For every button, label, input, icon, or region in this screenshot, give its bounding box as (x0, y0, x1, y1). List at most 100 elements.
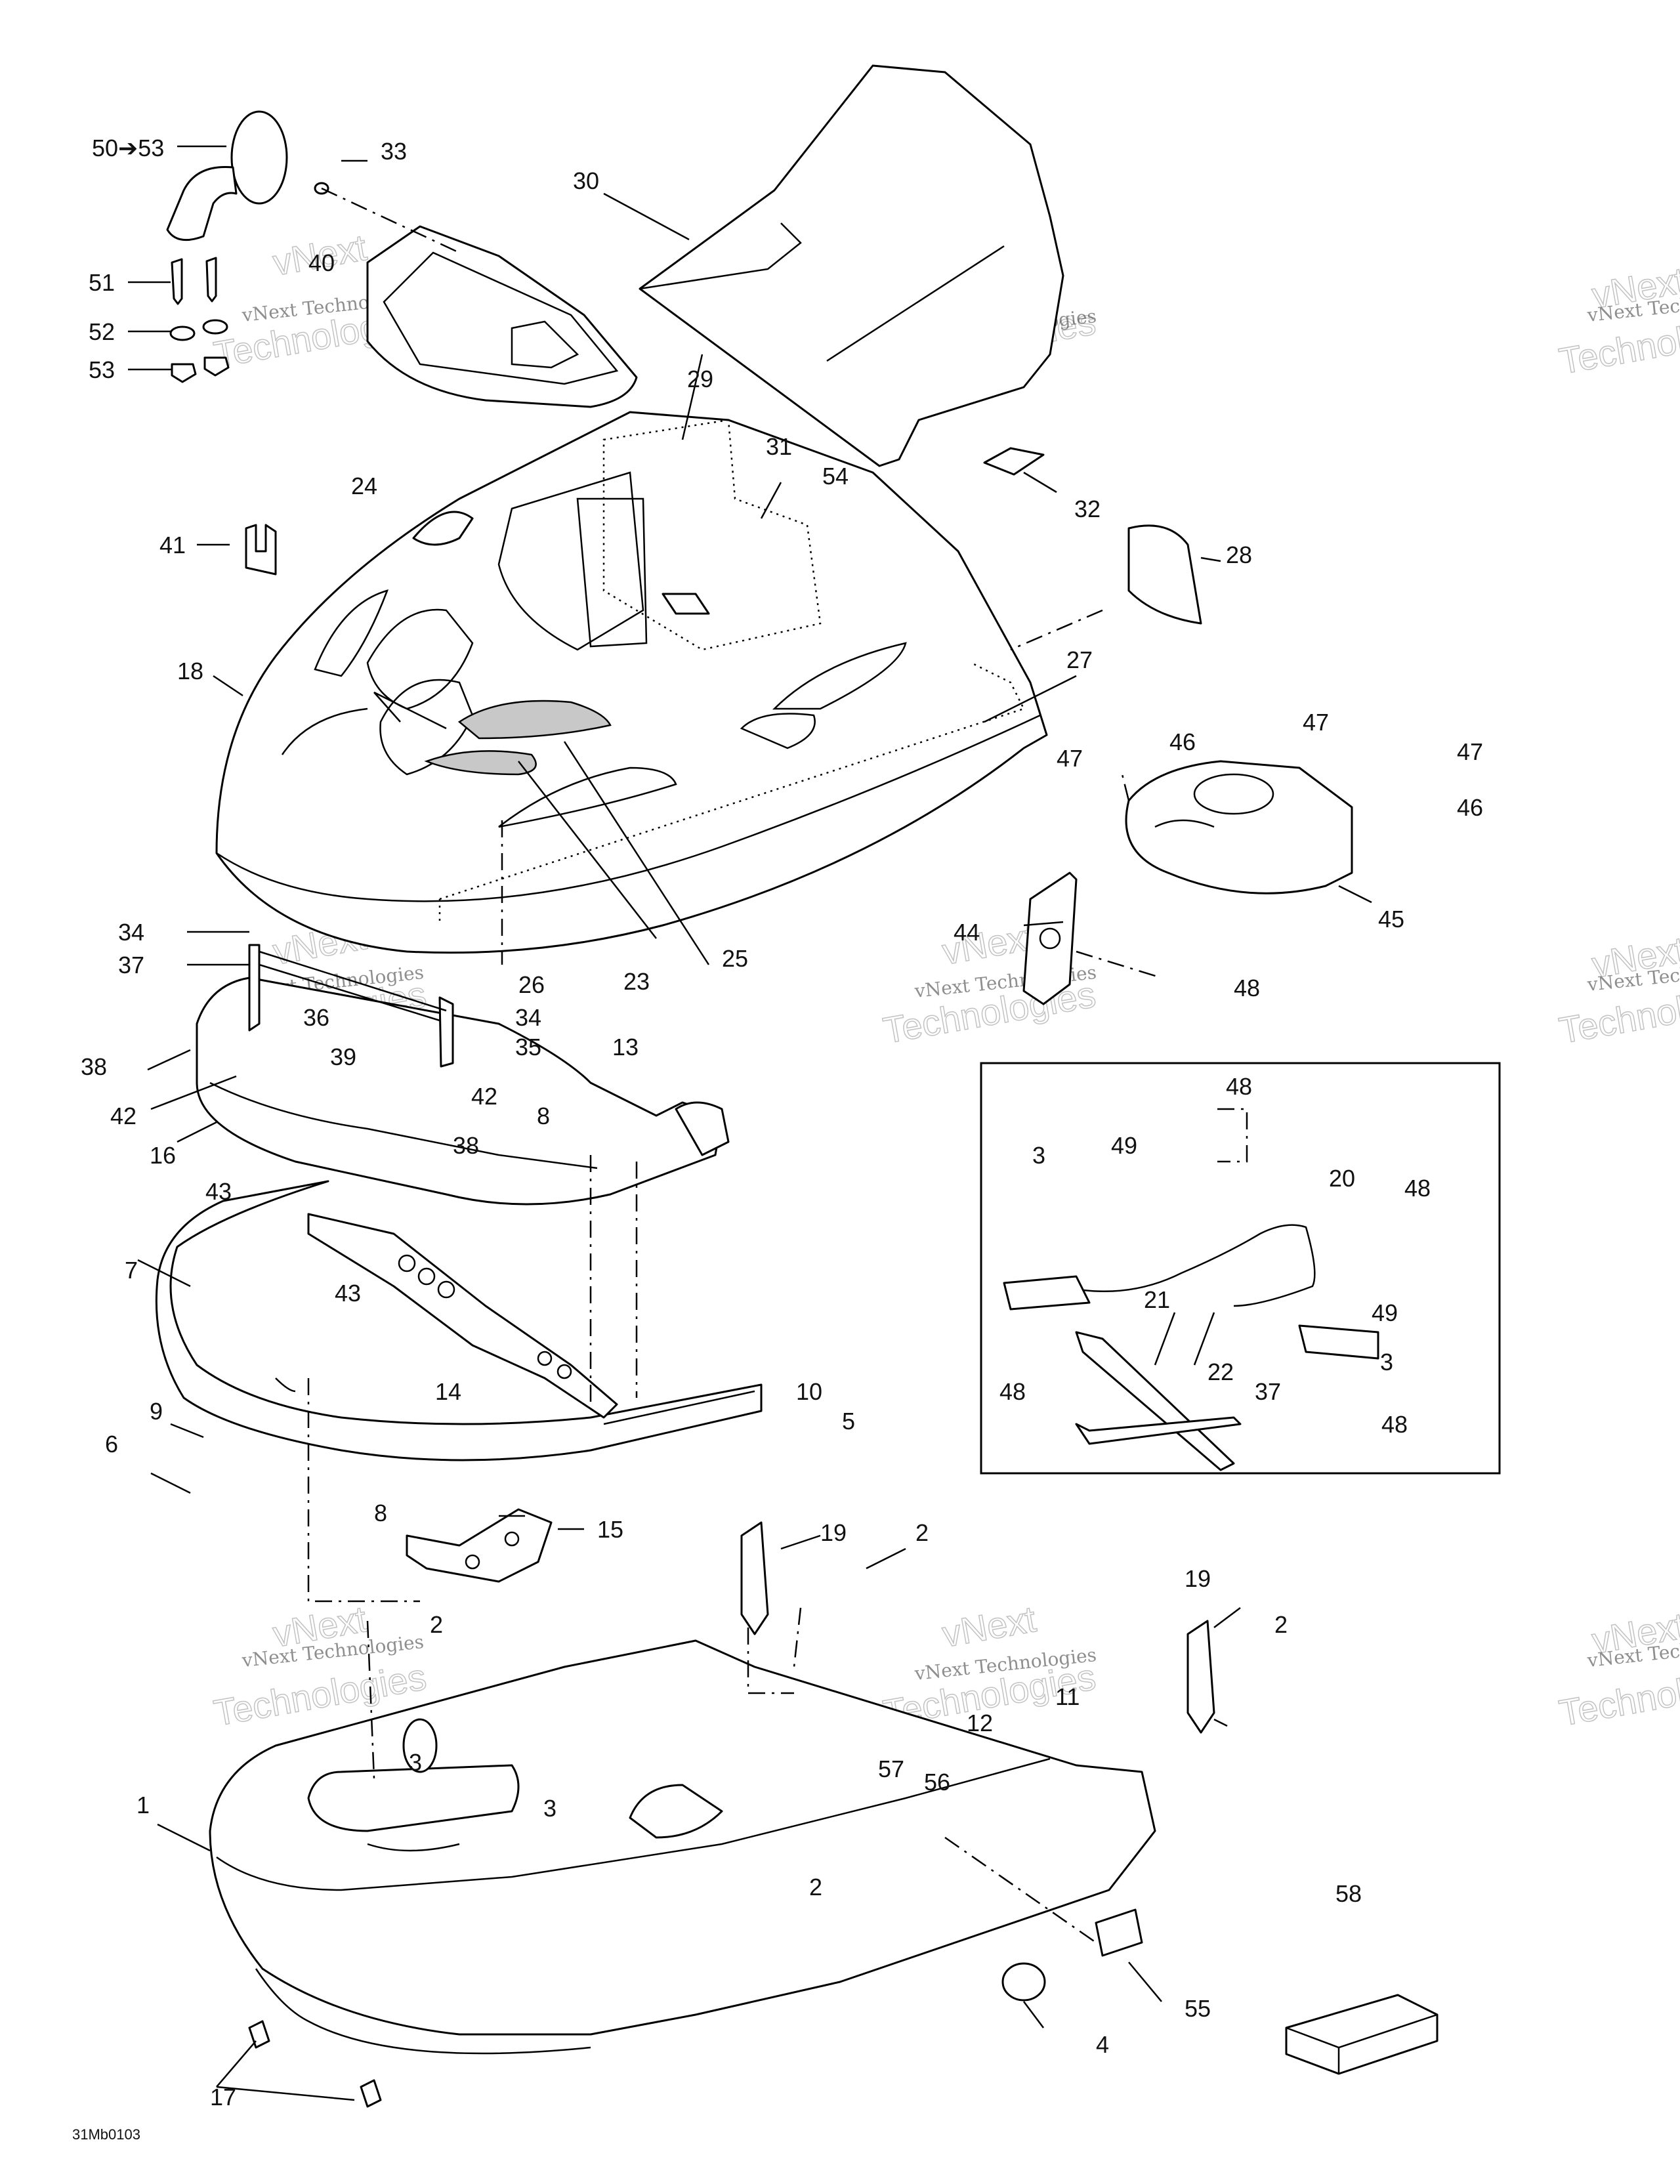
callout: 3 (1380, 1349, 1393, 1376)
callout: 10 (796, 1378, 822, 1405)
front-skid-part-7 (155, 1180, 763, 1461)
callout: 49 (1372, 1299, 1398, 1326)
diagram-code: 31Mb0103 (72, 2126, 140, 2143)
bracket-part-44 (1022, 872, 1078, 1005)
callout: 50➔53 (92, 135, 164, 161)
bracket-part-15 (406, 1508, 553, 1583)
callout: 9 (150, 1398, 163, 1425)
callout: 47 (1457, 738, 1483, 765)
callout: 39 (330, 1043, 356, 1070)
callout: 1 (136, 1792, 150, 1818)
callout: 48 (1381, 1411, 1408, 1438)
callout: 55 (1185, 1995, 1211, 2022)
callout: 38 (81, 1053, 107, 1080)
callout: 35 (515, 1034, 541, 1060)
callout: 49 (1111, 1132, 1137, 1159)
rail-part-14 (307, 1213, 618, 1419)
assembly-lines (307, 187, 1228, 1944)
callout: 21 (1144, 1286, 1170, 1313)
callout: 52 (89, 318, 115, 345)
callout: 3 (1032, 1142, 1045, 1169)
callout: 6 (105, 1431, 118, 1458)
callout: 44 (954, 919, 980, 946)
callout: 47 (1057, 745, 1083, 772)
callout: 12 (967, 1710, 993, 1736)
windshield-part-40 (314, 182, 638, 408)
callout: 26 (518, 971, 545, 998)
callout: 14 (435, 1378, 461, 1405)
callout: 17 (210, 2084, 236, 2110)
callout: 40 (308, 249, 335, 276)
bottom-pan-part-1 (209, 1639, 1438, 2108)
callout: 48 (1226, 1073, 1252, 1100)
callout: 33 (381, 138, 407, 165)
callout: 2 (809, 1874, 822, 1900)
callout: 41 (159, 532, 186, 558)
callout: 27 (1066, 646, 1093, 673)
console-part-45 (1125, 760, 1353, 894)
callout: 45 (1378, 906, 1404, 933)
detail-inset (980, 1062, 1501, 1475)
callout: 34 (118, 919, 144, 946)
callout: 56 (924, 1769, 950, 1796)
callout: 2 (915, 1519, 929, 1546)
callout: 42 (471, 1083, 497, 1110)
callout: 5 (842, 1408, 855, 1435)
callout: 43 (205, 1178, 232, 1205)
mirror-assembly (166, 110, 288, 383)
callout: 38 (453, 1132, 479, 1159)
callout: 15 (597, 1516, 623, 1543)
callout: 23 (623, 968, 650, 995)
callout: 19 (1185, 1565, 1211, 1592)
front-bracket-part-34 (248, 944, 454, 1068)
bracket-part-41 (245, 524, 277, 576)
callout: 28 (1226, 541, 1252, 568)
callout: 29 (687, 366, 713, 392)
callout: 3 (543, 1795, 556, 1822)
callout: 2 (430, 1611, 443, 1638)
bumper-bracket-part-19 (740, 1521, 1215, 1734)
callout: 22 (1208, 1358, 1234, 1385)
callout: 31 (766, 433, 792, 460)
callout: 43 (335, 1280, 361, 1307)
callout: 13 (612, 1034, 639, 1060)
callout: 48 (999, 1378, 1026, 1405)
hood-part-18 (215, 411, 1048, 954)
callout: 42 (110, 1102, 136, 1129)
callout: 8 (374, 1500, 387, 1526)
callout: 24 (351, 472, 377, 499)
callout: 48 (1404, 1175, 1431, 1202)
callout: 34 (515, 1004, 541, 1031)
callout: 58 (1335, 1880, 1362, 1907)
callout: 2 (1274, 1611, 1288, 1638)
callout: 20 (1329, 1165, 1355, 1192)
callout: 25 (722, 945, 748, 972)
callout: 46 (1457, 794, 1483, 821)
callout: 46 (1169, 728, 1196, 755)
watermark-group: vNext Technologies vNext Technologies vN… (210, 226, 1680, 1734)
callout: 4 (1096, 2031, 1109, 2058)
callout: 47 (1303, 709, 1329, 736)
callout: 18 (177, 658, 203, 684)
callout: 30 (573, 167, 599, 194)
inset-frame (980, 1062, 1501, 1475)
callout: 16 (150, 1142, 176, 1169)
callout: 3 (409, 1749, 422, 1776)
callout: 11 (1055, 1683, 1080, 1710)
callout: 36 (303, 1004, 329, 1031)
callout: 19 (820, 1519, 847, 1546)
callout: 8 (537, 1102, 550, 1129)
callout: 48 (1234, 975, 1260, 1001)
callout: 57 (878, 1755, 904, 1782)
watermark-brand: vNext (939, 1598, 1039, 1655)
callout: 32 (1074, 495, 1101, 522)
callout-labels: 50➔53 51 52 53 33 40 30 29 31 54 32 24 4… (81, 135, 1483, 2110)
callout: 54 (822, 463, 849, 490)
seat-cover-part-30 (639, 64, 1202, 625)
callout: 53 (89, 356, 115, 383)
callout: 7 (125, 1257, 138, 1284)
callout: 37 (118, 952, 144, 978)
callout: 37 (1255, 1378, 1281, 1405)
leader-lines (128, 145, 1372, 2101)
